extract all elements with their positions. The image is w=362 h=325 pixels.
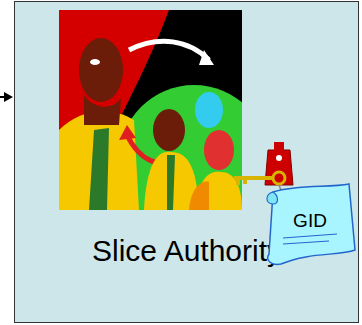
node-label: GID [285, 210, 335, 232]
box-fill [14, 1, 359, 323]
authority-box: Slice AuthorityGID [14, 1, 359, 323]
scroll-lines [283, 234, 337, 244]
incoming-arrow [0, 92, 13, 102]
scroll-curl [267, 192, 278, 204]
gid-scroll: GID [259, 180, 359, 268]
node-label: Slice Authority [81, 230, 293, 272]
people-clipart [59, 10, 269, 235]
scroll-body [268, 184, 355, 264]
